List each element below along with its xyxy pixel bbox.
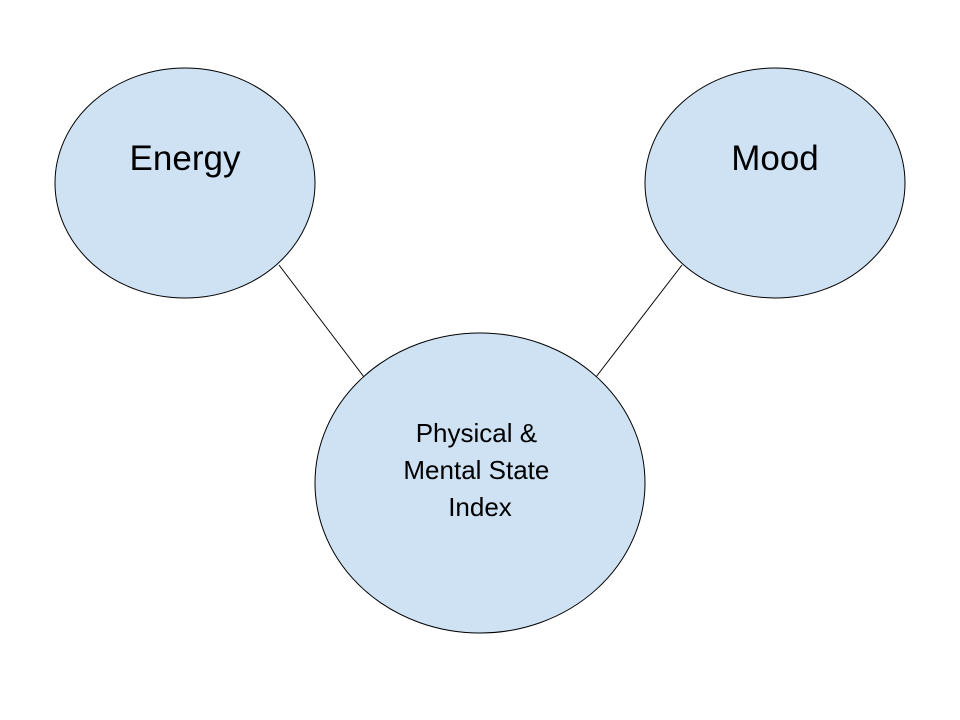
node-index-shape [314,332,646,634]
node-energy-label: Energy [130,139,241,178]
node-energy-shape [54,67,316,299]
edge-mood-to-index [595,264,683,378]
node-mood: Mood [644,67,906,299]
node-index-label-line-2: Mental State [403,455,549,485]
node-index-label-line-1: Physical & [416,418,537,448]
node-index: Physical & Mental State Index [314,332,646,634]
node-index-label: Physical & Mental State Index [403,418,556,522]
node-index-label-line-3: Index [448,492,512,522]
node-mood-label: Mood [731,139,819,178]
node-mood-shape [644,67,906,299]
node-energy: Energy [54,67,316,299]
edge-energy-to-index [278,264,365,378]
